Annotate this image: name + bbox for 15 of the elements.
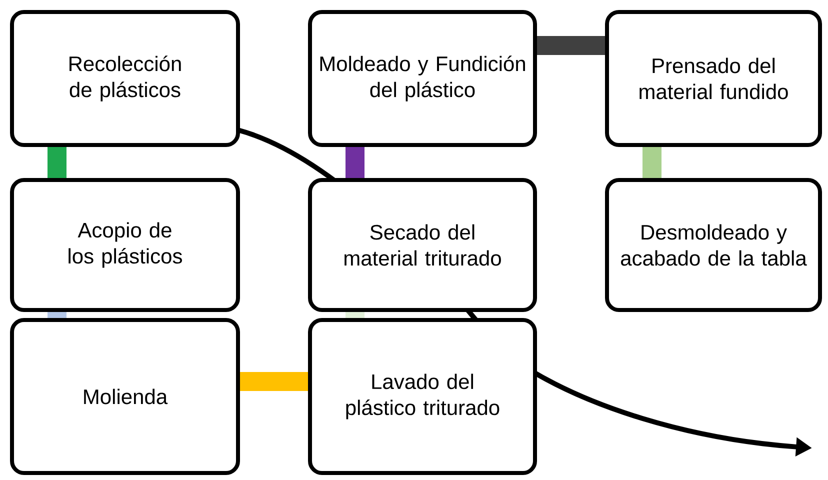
process-box: Recolección de plásticos (10, 10, 240, 147)
process-box: Lavado del plástico triturado (308, 318, 537, 475)
connector-bar (48, 312, 66, 318)
connector-bar (642, 147, 662, 178)
process-box: Acopio de los plásticos (10, 178, 240, 312)
process-box: Secado del material triturado (308, 178, 537, 312)
connector-bar (240, 372, 308, 391)
connector-bar (48, 147, 66, 178)
connector-bar (346, 147, 364, 178)
process-box: Desmoldeado y acabado de la tabla (605, 178, 822, 312)
process-box: Prensado del material fundido (605, 10, 822, 147)
connector-bar (346, 312, 364, 318)
process-box: Moldeado y Fundición del plástico (308, 10, 537, 147)
process-box: Molienda (10, 318, 240, 475)
connector-bar (537, 36, 605, 55)
